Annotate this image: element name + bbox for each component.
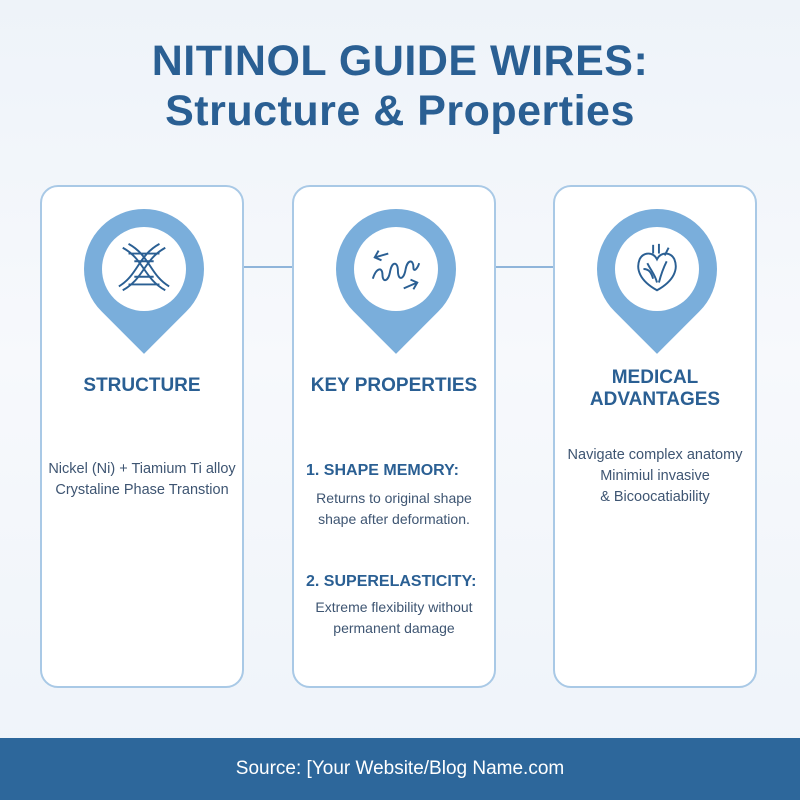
structure-line-2: Crystaline Phase Transtion	[55, 482, 229, 498]
medical-advantages-heading-line-1: MEDICAL	[611, 367, 699, 388]
advantage-line-2: Minimiul invasive	[600, 468, 710, 484]
source-footer: Source: [Your Website/Blog Name.com	[0, 738, 800, 800]
shape-memory-desc: Returns to original shape shape after de…	[294, 488, 494, 530]
title-line-2: Structure & Properties	[165, 87, 635, 135]
medical-advantages-heading-line-2: ADVANTAGES	[589, 389, 721, 410]
structure-text: Nickel (Ni) + Tiamium Ti alloy Crystalin…	[42, 459, 242, 501]
page-title: NITINOL GUIDE WIRES: Structure & Propert…	[0, 36, 800, 136]
shape-memory-line-2: shape after deformation.	[318, 511, 470, 527]
structure-card: STRUCTURE Nickel (Ni) + Tiamium Ti alloy…	[40, 184, 244, 688]
advantages-pin-marker	[572, 184, 742, 354]
superelasticity-desc: Extreme flexibility without permanent da…	[294, 597, 494, 639]
title-line-1: NITINOL GUIDE WIRES:	[151, 37, 649, 85]
dna-helix-icon	[118, 243, 170, 292]
superelasticity-line-1: Extreme flexibility without	[315, 599, 473, 615]
shape-memory-line-1: Returns to original shape	[316, 490, 472, 506]
advantage-line-1: Navigate complex anatomy	[567, 447, 743, 463]
medical-advantages-text: Navigate complex anatomy Minimiul invasi…	[555, 445, 755, 508]
superelasticity-line-2: permanent damage	[333, 620, 455, 636]
source-text: Source: [Your Website/Blog Name.com	[235, 758, 565, 779]
properties-pin-marker	[311, 184, 481, 354]
structure-pin-marker	[59, 184, 229, 354]
advantage-line-3: & Bicoocatiability	[600, 489, 710, 505]
key-properties-card: KEY PROPERTIES 1. SHAPE MEMORY: Returns …	[292, 184, 496, 688]
key-properties-heading: KEY PROPERTIES	[310, 375, 478, 396]
medical-advantages-heading: MEDICAL ADVANTAGES	[555, 367, 755, 411]
medical-advantages-card: MEDICAL ADVANTAGES Navigate complex anat…	[553, 184, 757, 688]
structure-heading: STRUCTURE	[83, 375, 201, 396]
shape-memory-title: 1. SHAPE MEMORY:	[306, 462, 459, 479]
heart-icon	[637, 243, 677, 292]
coiled-wire-icon	[371, 250, 421, 290]
structure-line-1: Nickel (Ni) + Tiamium Ti alloy	[48, 461, 236, 477]
superelasticity-title: 2. SUPERELASTICITY:	[306, 573, 477, 590]
